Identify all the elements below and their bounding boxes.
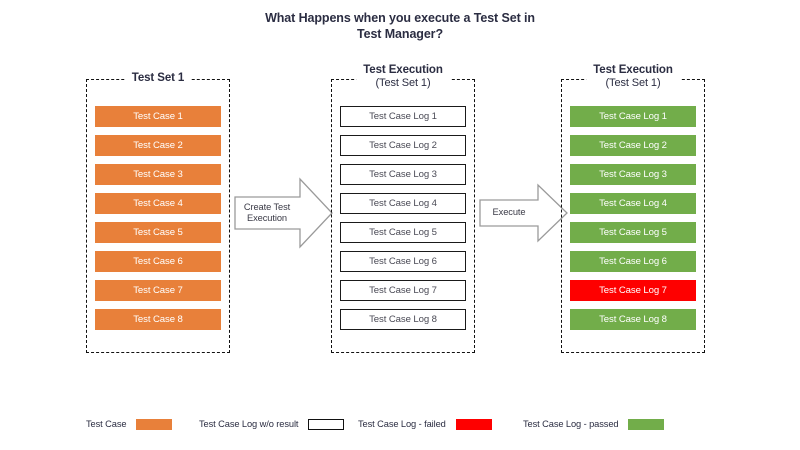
test-case-item[interactable]: Test Case 1 [95,106,221,127]
legend-item-log-failed: Test Case Log - failed [358,414,492,434]
test-execution-run-group: Test Execution (Test Set 1) Test Case Lo… [561,64,705,353]
test-case-log-item-passed[interactable]: Test Case Log 6 [570,251,696,272]
test-case-log-item[interactable]: Test Case Log 2 [340,135,466,156]
test-execution-new-heading-subtitle: (Test Set 1) [375,77,431,89]
create-test-execution-arrow-label: Create Test Execution [234,176,300,250]
test-execution-new-heading: Test Execution (Test Set 1) [356,64,450,90]
legend: Test Case Test Case Log w/o result Test … [86,414,726,434]
legend-label: Test Case [86,419,127,429]
legend-item-log-no-result: Test Case Log w/o result [199,414,345,434]
legend-item-log-passed: Test Case Log - passed [523,414,665,434]
test-case-item[interactable]: Test Case 3 [95,164,221,185]
test-case-item[interactable]: Test Case 2 [95,135,221,156]
test-set-item-list: Test Case 1 Test Case 2 Test Case 3 Test… [95,106,221,338]
legend-label: Test Case Log w/o result [199,419,299,429]
legend-swatch-orange [136,418,173,430]
test-case-log-item[interactable]: Test Case Log 4 [340,193,466,214]
test-case-log-item[interactable]: Test Case Log 1 [340,106,466,127]
test-case-log-item[interactable]: Test Case Log 8 [340,309,466,330]
legend-item-test-case: Test Case [86,414,173,434]
test-case-log-item-passed[interactable]: Test Case Log 5 [570,222,696,243]
test-execution-run-item-list: Test Case Log 1 Test Case Log 2 Test Cas… [570,106,696,338]
test-case-item[interactable]: Test Case 5 [95,222,221,243]
test-case-log-item-failed[interactable]: Test Case Log 7 [570,280,696,301]
page-title: What Happens when you execute a Test Set… [0,10,800,42]
test-set-heading-title: Test Set 1 [131,72,185,84]
arrow-label-line-1: Execute [492,207,526,218]
test-case-log-item-passed[interactable]: Test Case Log 8 [570,309,696,330]
test-set-group: Test Set 1 Test Case 1 Test Case 2 Test … [86,72,230,353]
test-execution-new-group: Test Execution (Test Set 1) Test Case Lo… [331,64,475,353]
test-case-log-item-passed[interactable]: Test Case Log 3 [570,164,696,185]
test-case-log-item[interactable]: Test Case Log 6 [340,251,466,272]
block-arrow-icon [479,183,568,243]
test-case-log-item-passed[interactable]: Test Case Log 1 [570,106,696,127]
test-execution-new-heading-title: Test Execution [363,64,443,76]
legend-label: Test Case Log - passed [523,419,619,429]
test-execution-run-heading-subtitle: (Test Set 1) [605,77,661,89]
test-case-log-item[interactable]: Test Case Log 7 [340,280,466,301]
test-case-log-item-passed[interactable]: Test Case Log 4 [570,193,696,214]
legend-swatch-green [628,418,665,430]
test-case-item[interactable]: Test Case 8 [95,309,221,330]
legend-swatch-outline [308,418,345,430]
legend-label: Test Case Log - failed [358,419,446,429]
test-execution-new-item-list: Test Case Log 1 Test Case Log 2 Test Cas… [340,106,466,338]
test-case-item[interactable]: Test Case 7 [95,280,221,301]
test-set-heading: Test Set 1 [124,72,192,85]
block-arrow-icon [234,177,333,249]
test-case-item[interactable]: Test Case 4 [95,193,221,214]
arrow-label-line-2: Execution [247,213,287,223]
legend-swatch-red [455,418,492,430]
test-case-log-item[interactable]: Test Case Log 3 [340,164,466,185]
arrow-label-line-1: Create Test [243,201,291,212]
test-execution-run-heading: Test Execution (Test Set 1) [586,64,680,90]
execute-arrow: Execute [479,183,569,243]
execute-arrow-label: Execute [479,183,539,243]
test-execution-run-heading-title: Test Execution [593,64,673,76]
create-test-execution-arrow: Create Test Execution [234,176,334,250]
test-case-item[interactable]: Test Case 6 [95,251,221,272]
test-case-log-item-passed[interactable]: Test Case Log 2 [570,135,696,156]
page-title-line-2: Test Manager? [357,27,443,41]
test-case-log-item[interactable]: Test Case Log 5 [340,222,466,243]
page-title-line-1: What Happens when you execute a Test Set… [265,11,535,25]
